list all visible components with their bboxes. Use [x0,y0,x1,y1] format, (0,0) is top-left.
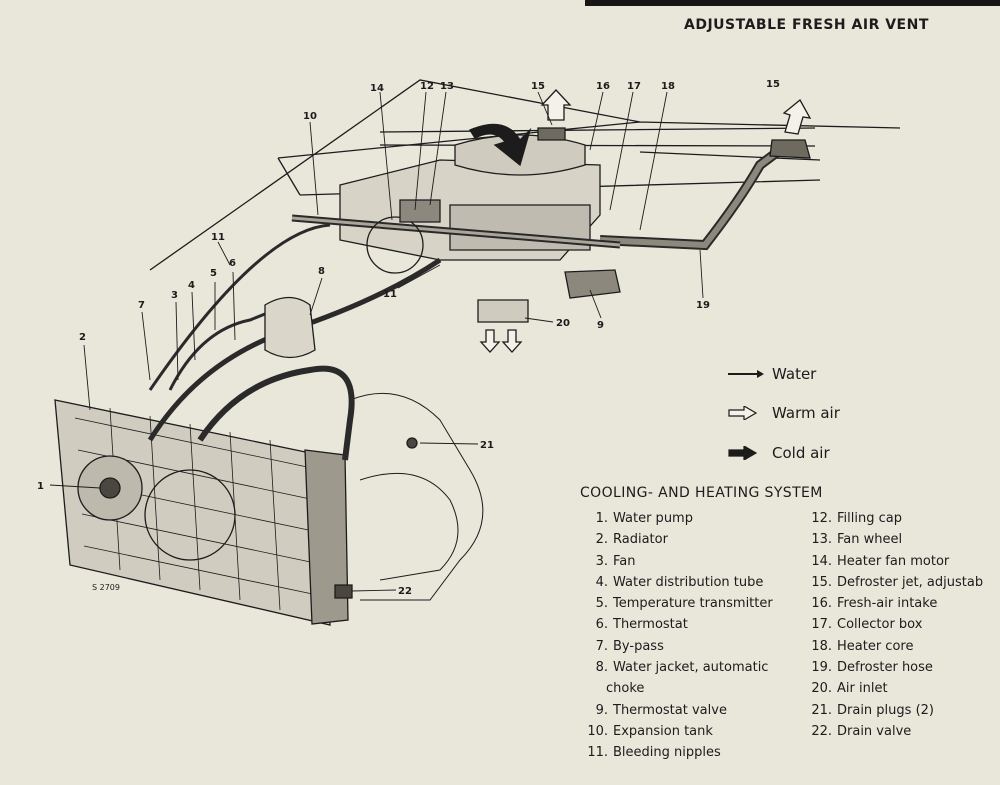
list-item: 7.By-pass [595,638,664,654]
list-item: 19.Defroster hose [811,660,933,676]
fan-wheel [144,469,236,561]
list-item: 21.Drain plugs (2) [811,702,934,718]
expansion-tank [264,296,316,359]
filling-cap [399,199,441,223]
list-item: 12.Filling cap [811,511,902,526]
air-inlet [477,299,529,323]
list-item: 4.Water distribution tube [595,574,764,590]
list-item: 8.Water jacket, automatic [595,660,769,676]
callout-9: 9 [597,320,604,331]
legend-cold-air-label: Cold air [772,444,830,462]
hood-line [379,127,821,161]
callout-12: 12 [420,81,434,92]
list-item: 11.Bleeding nipples [587,745,721,761]
list-item: 13.Fan wheel [811,532,903,548]
list-item: 10.Expansion tank [587,723,713,739]
callout-15b: 15 [766,79,780,90]
warm-air-arrow-15b [782,99,812,135]
parts-list-left: 1.Water pump 2.Radiator 3.Fan 4.Water di… [584,508,773,764]
list-item: 22.Drain valve [811,723,912,739]
callout-14: 14 [370,83,384,94]
warm-air-arrow-15a [540,89,572,121]
list-item: 18.Heater core [811,638,914,654]
figure-code: S 2709 [92,583,120,592]
list-item-continuation: choke [606,681,645,697]
parts-list-title: COOLING- AND HEATING SYSTEM [580,485,823,501]
callout-17: 17 [627,81,641,92]
callout-13: 13 [440,81,454,92]
legend-water: Water [728,365,816,383]
list-item: 14.Heater fan motor [811,553,950,569]
callout-6: 6 [229,258,236,269]
heater-fan [366,216,424,274]
air-inlet-arrow-1 [479,329,501,353]
air-inlet-arrow-2 [501,329,523,353]
callout-11a: 11 [211,232,225,243]
parts-list-right: 12.Filling cap 13.Fan wheel 14.Heater fa… [808,508,1000,742]
list-item: 2.Radiator [595,532,668,548]
legend-water-label: Water [772,365,817,383]
airflow-arrow [469,123,532,167]
callout-20: 20 [556,318,570,329]
drain-plug [406,437,418,449]
callout-15a: 15 [531,81,545,92]
defroster-hose [599,146,783,251]
radiator-tank [304,449,349,625]
list-item: 5.Temperature transmitter [595,596,773,612]
coolant-hose-2 [197,365,355,461]
callout-21: 21 [480,440,494,451]
list-item: 9.Thermostat valve [595,702,727,718]
callout-1: 1 [37,481,44,492]
legend-warm-air-label: Warm air [772,404,840,422]
callout-4: 4 [188,280,195,291]
legend-warm-air: Warm air [728,404,840,422]
defroster-jet-right [769,139,811,159]
callout-7: 7 [138,300,145,311]
callout-10: 10 [303,111,317,122]
list-item: 1.Water pump [595,511,693,526]
callout-16: 16 [596,81,610,92]
engine-outline [349,392,484,601]
callout-5: 5 [210,268,217,279]
list-item: 15.Defroster jet, adjustab [811,574,984,590]
drain-valve [334,584,353,599]
list-item: 20.Air inlet [811,681,888,697]
callout-2: 2 [79,332,86,343]
callout-11b: 11 [383,289,397,300]
radiator [54,399,331,626]
list-item: 17.Collector box [811,617,923,633]
callout-18: 18 [661,81,675,92]
thermostat-valve [564,269,621,299]
solid-arrow-icon [728,446,758,460]
page-title: ADJUSTABLE FRESH AIR VENT [684,17,929,33]
callout-19: 19 [696,300,710,311]
callout-8: 8 [318,266,325,277]
list-item: 6.Thermostat [595,617,688,633]
body-outline [149,79,901,271]
hollow-arrow-icon [728,406,758,420]
callout-3: 3 [171,290,178,301]
list-item: 16.Fresh-air intake [811,596,938,612]
callout-22: 22 [398,586,412,597]
defroster-jet-left [537,127,566,141]
top-edge-bar [585,0,1000,6]
list-item: 3.Fan [595,553,636,569]
water-line-icon [728,367,764,381]
legend-cold-air: Cold air [728,444,830,462]
